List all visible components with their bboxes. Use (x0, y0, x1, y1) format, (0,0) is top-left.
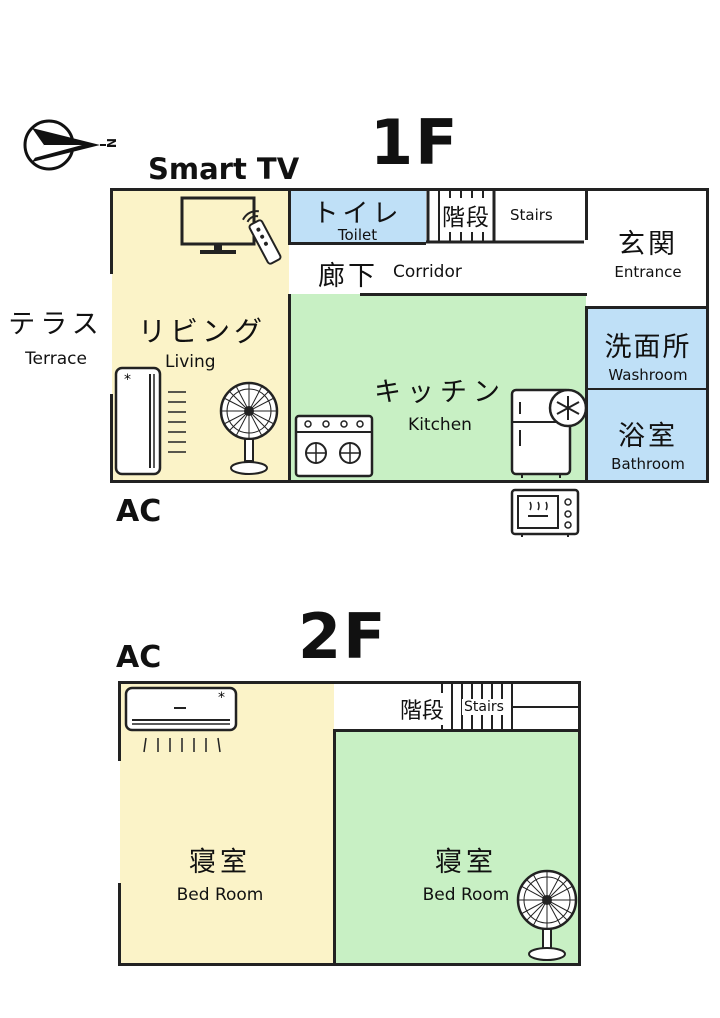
svg-text:*: * (218, 690, 225, 706)
floor1-title: 1F (370, 106, 460, 179)
fan-1f-icon (219, 381, 279, 475)
kitchen-en: Kitchen (408, 415, 472, 435)
air-conditioner-1f-icon: * (114, 366, 186, 476)
tv-icon (180, 196, 256, 254)
entrance-label: 玄関 Entrance (588, 222, 708, 281)
bathroom-label: 浴室 Bathroom (588, 414, 708, 473)
ac-2f-label: AC (116, 640, 162, 675)
bedroom-right-label: 寝室 Bed Room (386, 840, 546, 905)
floor2-title: 2F (298, 600, 388, 673)
washroom-room (586, 308, 708, 482)
living-jp: リビング (138, 315, 267, 348)
bathroom-en: Bathroom (611, 455, 685, 473)
bedroom-right-en: Bed Room (422, 885, 510, 905)
fan-2f-icon (516, 869, 578, 961)
smart-tv-label: Smart TV (148, 152, 300, 186)
toilet-room (289, 190, 426, 242)
bedroom-left-en: Bed Room (176, 885, 264, 905)
air-conditioner-2f-icon: * (124, 686, 238, 753)
corridor-en: Corridor (393, 262, 462, 282)
fridge-icon (510, 388, 588, 478)
ac-1f-label: AC (116, 494, 162, 529)
remote-icon (242, 210, 282, 265)
living-en: Living (165, 352, 216, 372)
toilet-jp: トイレ (312, 199, 403, 229)
toilet-label: トイレ Toilet (289, 193, 426, 244)
kitchen-label: キッチン Kitchen (370, 370, 510, 435)
entrance-jp: 玄関 (618, 229, 678, 260)
stairs-1f-en: Stairs (510, 206, 553, 224)
washroom-en: Washroom (608, 366, 688, 384)
toilet-en: Toilet (337, 226, 378, 244)
compass: N (22, 118, 122, 172)
terrace-jp: テラス (8, 309, 104, 340)
stairs-1f-jp: 階段 (440, 198, 492, 232)
microwave-icon (510, 488, 580, 537)
bedroom-right-jp: 寝室 (435, 847, 497, 878)
kitchen-jp: キッチン (374, 377, 506, 408)
corridor-jp: 廊下 (318, 261, 378, 292)
bedroom-left-jp: 寝室 (189, 847, 251, 878)
bedroom-left-label: 寝室 Bed Room (140, 840, 300, 905)
terrace-en: Terrace (25, 349, 87, 369)
stove-icon (294, 414, 374, 478)
compass-letter: N (104, 137, 119, 149)
entrance-en: Entrance (614, 263, 682, 281)
compass-icon (23, 119, 106, 171)
terrace-label: テラス Terrace (6, 302, 106, 369)
stairs-2f-jp: 階段 (398, 693, 447, 725)
stairs-2f-en: Stairs (462, 699, 506, 715)
bathroom-jp: 浴室 (618, 421, 678, 452)
washroom-jp: 洗面所 (604, 332, 692, 363)
svg-text:*: * (124, 372, 131, 388)
washroom-label: 洗面所 Washroom (588, 325, 708, 384)
